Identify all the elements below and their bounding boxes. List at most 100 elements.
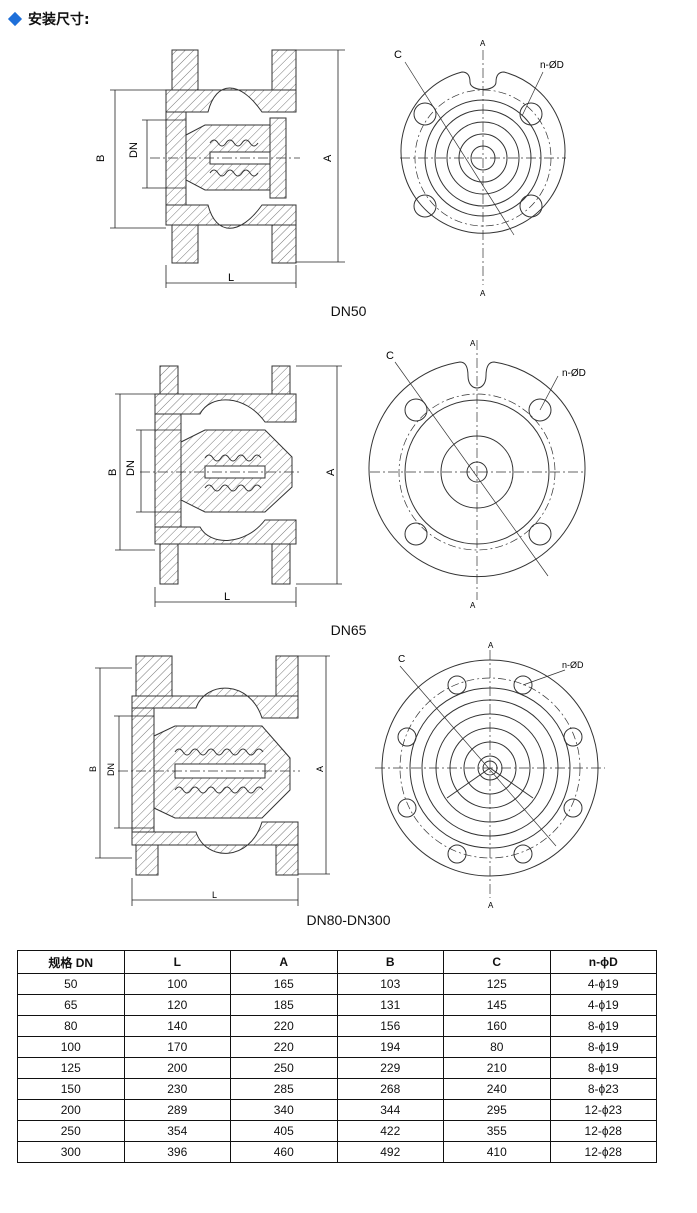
section-marker-top: A [470, 339, 476, 348]
table-cell: 140 [123, 1015, 231, 1037]
table-cell: 4-ϕ19 [549, 973, 657, 995]
table-cell: 268 [336, 1078, 444, 1100]
dn80-dn300-drawing: B DN A L C n-ØD A A [88, 641, 605, 910]
table-cell: 80 [443, 1036, 551, 1058]
table-cell: 8-ϕ19 [549, 1057, 657, 1079]
section-marker-bottom: A [470, 601, 476, 610]
table-cell: 344 [336, 1099, 444, 1121]
table-cell: 492 [336, 1141, 444, 1163]
dimension-label-l: L [212, 890, 217, 900]
dimension-label-c: C [386, 350, 394, 362]
table-cell: 300 [17, 1141, 125, 1163]
table-cell: 355 [443, 1120, 551, 1142]
table-cell: 200 [123, 1057, 231, 1079]
dn65-drawing: B DN A L C n-ØD A A [107, 339, 586, 610]
dn80-front-view [375, 650, 605, 898]
dimension-label-dn: DN [125, 460, 137, 476]
table-cell: 194 [336, 1036, 444, 1058]
dimension-label-l: L [228, 272, 234, 284]
table-cell: 220 [230, 1036, 338, 1058]
table-cell: 354 [123, 1120, 231, 1142]
dimension-label-dn: DN [128, 142, 140, 158]
table-cell: 120 [123, 994, 231, 1016]
dn65-front-view [368, 340, 586, 600]
table-cell: 100 [17, 1036, 125, 1058]
table-cell: 103 [336, 973, 444, 995]
column-header: A [230, 950, 338, 974]
table-cell: 4-ϕ19 [549, 994, 657, 1016]
dimension-label-a: A [322, 154, 334, 162]
section-marker-bottom: A [488, 901, 494, 910]
dn50-section-view [150, 49, 300, 264]
section-title: 安装尺寸: [28, 12, 90, 28]
section-marker-top: A [480, 40, 486, 48]
dn50-drawing: B DN A L C n-ØD A A [95, 40, 566, 298]
dimension-label-c: C [394, 49, 402, 61]
dn65-section-view [140, 365, 300, 585]
table-cell: 125 [17, 1057, 125, 1079]
dimension-label-b: B [107, 469, 119, 476]
table-cell: 250 [17, 1120, 125, 1142]
dimension-label-l: L [224, 591, 230, 603]
dimension-label-dn: DN [106, 763, 116, 776]
table-cell: 210 [443, 1057, 551, 1079]
table-cell: 8-ϕ19 [549, 1015, 657, 1037]
table-cell: 145 [443, 994, 551, 1016]
table-cell: 250 [230, 1057, 338, 1079]
table-cell: 165 [230, 973, 338, 995]
drawing-caption: DN65 [330, 622, 367, 638]
table-cell: 422 [336, 1120, 444, 1142]
dimension-label-a: A [325, 468, 337, 476]
table-cell: 220 [230, 1015, 338, 1037]
dn50-front-view [400, 50, 566, 285]
column-header: C [443, 950, 551, 974]
dimension-label-nd: n-ØD [562, 368, 586, 379]
table-cell: 230 [123, 1078, 231, 1100]
dimension-label-b: B [88, 766, 98, 772]
table-cell: 50 [17, 973, 125, 995]
table-cell: 170 [123, 1036, 231, 1058]
table-cell: 200 [17, 1099, 125, 1121]
section-marker-top: A [488, 641, 494, 650]
column-header: L [123, 950, 231, 974]
table-cell: 240 [443, 1078, 551, 1100]
column-header: B [336, 950, 444, 974]
dn80-dimension-lines [95, 655, 330, 906]
table-cell: 340 [230, 1099, 338, 1121]
table-cell: 285 [230, 1078, 338, 1100]
dimension-label-b: B [95, 155, 107, 162]
table-cell: 12-ϕ23 [549, 1099, 657, 1121]
table-cell: 185 [230, 994, 338, 1016]
dn65-dimension-lines [115, 365, 342, 607]
table-cell: 460 [230, 1141, 338, 1163]
drawing-caption: DN80-DN300 [306, 912, 391, 928]
dimension-label-nd: n-ØD [562, 660, 584, 670]
dn50-dimension-lines [110, 49, 345, 288]
table-cell: 156 [336, 1015, 444, 1037]
section-marker-bottom: A [480, 289, 486, 298]
table-cell: 160 [443, 1015, 551, 1037]
diamond-bullet-icon [7, 11, 23, 27]
table-cell: 65 [17, 994, 125, 1016]
table-cell: 410 [443, 1141, 551, 1163]
table-cell: 8-ϕ23 [549, 1078, 657, 1100]
dimension-label-a: A [315, 766, 325, 772]
table-cell: 12-ϕ28 [549, 1120, 657, 1142]
dimension-label-nd: n-ØD [540, 60, 564, 71]
column-header: n-ϕD [549, 950, 657, 974]
table-cell: 396 [123, 1141, 231, 1163]
table-cell: 289 [123, 1099, 231, 1121]
column-header: 规格 DN [17, 950, 125, 974]
dn80-section-view [118, 655, 300, 876]
drawing-caption: DN50 [330, 303, 367, 319]
table-cell: 125 [443, 973, 551, 995]
